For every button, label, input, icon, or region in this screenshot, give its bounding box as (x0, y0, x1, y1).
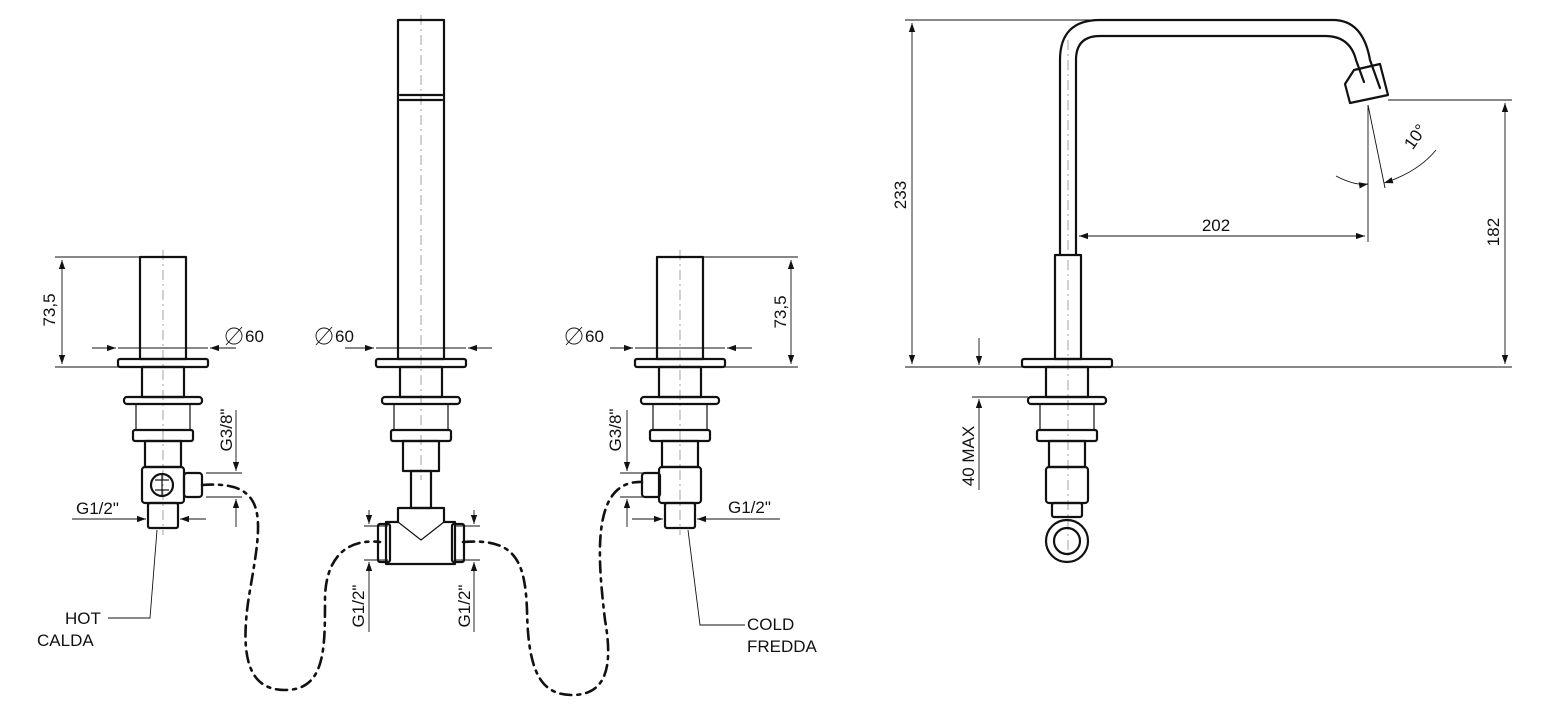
hot-valve-cartridge-icon (149, 472, 175, 498)
reach-dim: 202 (1202, 216, 1230, 235)
side-connector-icon (1044, 518, 1090, 564)
outlet-height-dim: 182 (1484, 218, 1503, 246)
hot-label: HOT (65, 609, 101, 628)
hot-diameter-icon (225, 326, 243, 346)
max-deck-dim: 40 MAX (959, 426, 978, 486)
hot-valve-height-dim: 73,5 (40, 293, 59, 326)
hot-hose (200, 483, 382, 692)
cold-label-italian: FREDDA (747, 637, 818, 656)
side-view: 233 182 202 10° 40 MAX (891, 18, 1512, 564)
angle-dim: 10° (1400, 121, 1430, 153)
hot-valve-thread-bottom: G1/2" (76, 499, 119, 518)
hot-valve-diameter-dim: 60 (245, 327, 264, 346)
cold-valve-thread-top: G3/8" (606, 409, 625, 452)
spout-thread-left: G1/2" (349, 585, 368, 628)
spout-diameter-dim: 60 (335, 327, 354, 346)
cold-valve-thread-bottom: G1/2" (728, 498, 771, 517)
tee-connector (376, 506, 466, 566)
cold-valve-diameter-dim: 60 (585, 327, 604, 346)
hot-label-italian: CALDA (37, 631, 94, 650)
spout-diameter-icon (315, 326, 333, 346)
hot-valve-thread-top: G3/8" (217, 409, 236, 452)
cold-valve-height-dim: 73,5 (771, 295, 790, 328)
spout-thread-right: G1/2" (455, 585, 474, 628)
center-spout: 60 G1/2" G1/2" (315, 15, 492, 632)
cold-diameter-icon (565, 326, 583, 346)
hot-valve: 73,5 60 G3/8" G1/2" HOT CALDA (37, 250, 264, 650)
cold-label: COLD (747, 615, 794, 634)
total-height-dim: 233 (891, 181, 910, 209)
cold-hose (461, 480, 644, 697)
cold-valve: 73,5 60 G3/8" G1/2" COLD FREDDA (565, 250, 818, 656)
